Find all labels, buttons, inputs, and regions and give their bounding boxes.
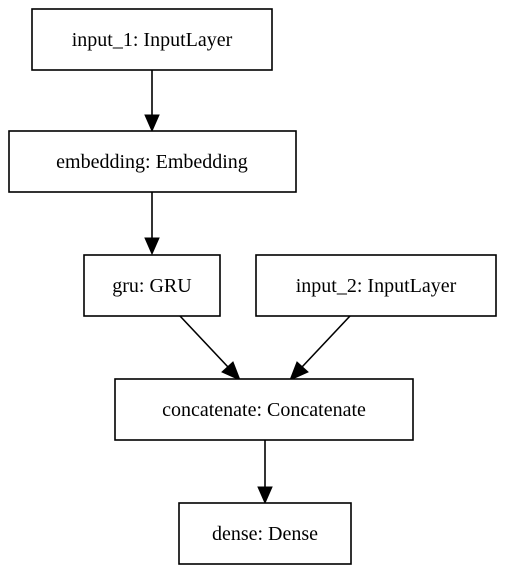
edge-embedding-to-gru [144, 192, 160, 256]
node-gru-label: gru: GRU [112, 275, 192, 297]
node-dense: dense: Dense [178, 502, 352, 565]
node-input_1: input_1: InputLayer [31, 8, 273, 71]
node-embedding-label: embedding: Embedding [56, 151, 248, 173]
node-input_1-label: input_1: InputLayer [72, 29, 233, 51]
node-input_2: input_2: InputLayer [255, 254, 497, 317]
node-embedding: embedding: Embedding [8, 130, 297, 193]
node-concatenate: concatenate: Concatenate [114, 378, 414, 441]
node-dense-label: dense: Dense [212, 523, 318, 545]
node-concatenate-label: concatenate: Concatenate [162, 399, 366, 421]
edge-concatenate-to-dense [257, 440, 273, 505]
node-gru: gru: GRU [83, 254, 221, 317]
edges [144, 70, 351, 505]
edge-gru-to-concatenate [179, 315, 241, 381]
edge-input_1-to-embedding [144, 70, 160, 133]
node-input_2-label: input_2: InputLayer [296, 275, 457, 297]
edge-input_2-to-concatenate [289, 315, 351, 381]
